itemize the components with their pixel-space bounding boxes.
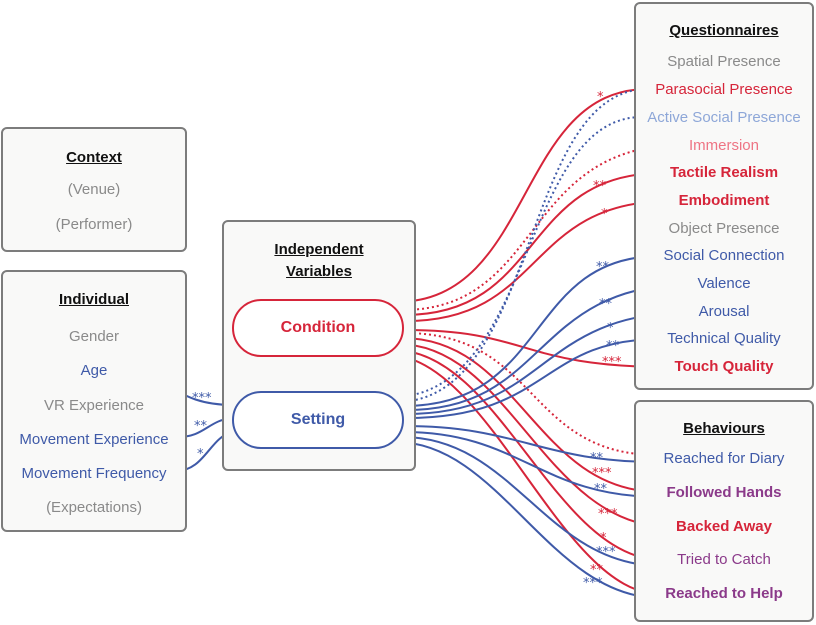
- individual-item-movement-experience: Movement Experience: [19, 431, 169, 448]
- link-setting-catch: [401, 436, 663, 567]
- questionnaire-object-presence: Object Presence: [668, 220, 780, 237]
- independent-title-line1: Independent: [274, 241, 364, 258]
- sig-reached-for-diary: **: [590, 451, 603, 466]
- individual-item-expectations: (Expectations): [46, 499, 142, 516]
- questionnaire-valence: Valence: [697, 275, 751, 292]
- link-condition-tactile: [403, 172, 663, 316]
- sig-touch-quality: ***: [602, 355, 622, 370]
- context-item-venue: (Venue): [67, 181, 121, 198]
- link-condition-touch: [405, 329, 669, 368]
- sig-age: ***: [192, 391, 212, 406]
- questionnaire-spatial-presence: Spatial Presence: [667, 53, 781, 70]
- link-condition-followed: [401, 337, 661, 493]
- link-setting-diary: [403, 425, 659, 463]
- sig-technical-quality: **: [606, 339, 619, 354]
- sig-movement-experience: **: [194, 419, 207, 434]
- sig-social-connection: **: [596, 260, 609, 275]
- setting-label: Setting: [290, 411, 346, 428]
- sig-valence: **: [599, 297, 612, 312]
- sig-followed-hands-setting: **: [594, 482, 607, 497]
- link-condition-immersion: [401, 144, 684, 311]
- sig-backed-away: ***: [598, 507, 618, 522]
- sig-followed-hands-condition: ***: [592, 466, 612, 481]
- setting-node: Setting: [232, 391, 404, 449]
- questionnaires-panel: Questionnaires: [634, 2, 814, 390]
- individual-title: Individual: [58, 291, 129, 308]
- behaviours-panel: Behaviours: [634, 400, 814, 622]
- behaviour-reached-for-diary: Reached for Diary: [663, 450, 785, 467]
- sig-arousal: *: [607, 321, 614, 336]
- link-condition-parasocial: [395, 88, 649, 303]
- behaviour-backed-away: Backed Away: [676, 518, 772, 535]
- link-condition-catch: [393, 349, 663, 561]
- questionnaire-parasocial-presence: Parasocial Presence: [655, 81, 793, 98]
- link-setting-parasocial: [395, 88, 649, 403]
- link-condition-help: [387, 354, 661, 595]
- context-panel: Context (Venue) (Performer): [1, 127, 187, 252]
- questionnaire-touch-quality: Touch Quality: [674, 358, 774, 375]
- link-condition-embodiment: [405, 200, 671, 322]
- questionnaire-social-connection: Social Connection: [663, 247, 785, 264]
- questionnaire-arousal: Arousal: [698, 303, 750, 320]
- sig-tried-to-catch-setting: ***: [596, 545, 616, 560]
- individual-panel: Individual Gender Age VR Experience Move…: [1, 270, 187, 532]
- behaviour-reached-to-help: Reached to Help: [665, 585, 783, 602]
- context-title: Context: [66, 149, 122, 166]
- sig-tactile-realism: **: [593, 179, 606, 194]
- link-setting-social-connection: [403, 255, 661, 407]
- sig-parasocial-presence: *: [597, 90, 604, 105]
- sig-reached-to-help-condition: **: [590, 563, 603, 578]
- individual-item-vr-experience: VR Experience: [43, 397, 145, 414]
- individual-item-movement-frequency: Movement Frequency: [21, 465, 167, 482]
- questionnaire-active-social-presence: Active Social Presence: [647, 109, 801, 126]
- sig-tried-to-catch-condition: *: [600, 531, 607, 546]
- sig-movement-frequency: *: [197, 447, 204, 462]
- condition-node: Condition: [232, 299, 404, 357]
- behaviour-tried-to-catch: Tried to Catch: [677, 551, 771, 568]
- behaviour-followed-hands: Followed Hands: [666, 484, 782, 501]
- context-item-performer: (Performer): [55, 216, 133, 233]
- individual-item-gender: Gender: [68, 328, 120, 345]
- questionnaire-tactile-realism: Tactile Realism: [669, 164, 779, 181]
- link-setting-help: [395, 441, 661, 599]
- questionnaire-embodiment: Embodiment: [678, 192, 770, 209]
- questionnaires-title: Questionnaires: [669, 22, 779, 39]
- link-condition-diary: [403, 332, 659, 456]
- questionnaire-technical-quality: Technical Quality: [667, 330, 781, 347]
- behaviours-title: Behaviours: [683, 420, 765, 437]
- link-setting-technical: [405, 338, 661, 419]
- link-setting-followed: [403, 431, 661, 498]
- individual-item-age: Age: [80, 362, 108, 379]
- link-setting-active-social: [391, 116, 643, 398]
- sig-reached-to-help-setting: ***: [583, 576, 603, 591]
- link-condition-backed: [397, 343, 671, 528]
- independent-title-line2: Variables: [286, 263, 352, 280]
- sig-embodiment: *: [601, 207, 608, 222]
- questionnaire-immersion: Immersion: [688, 137, 759, 154]
- condition-label: Condition: [280, 319, 356, 336]
